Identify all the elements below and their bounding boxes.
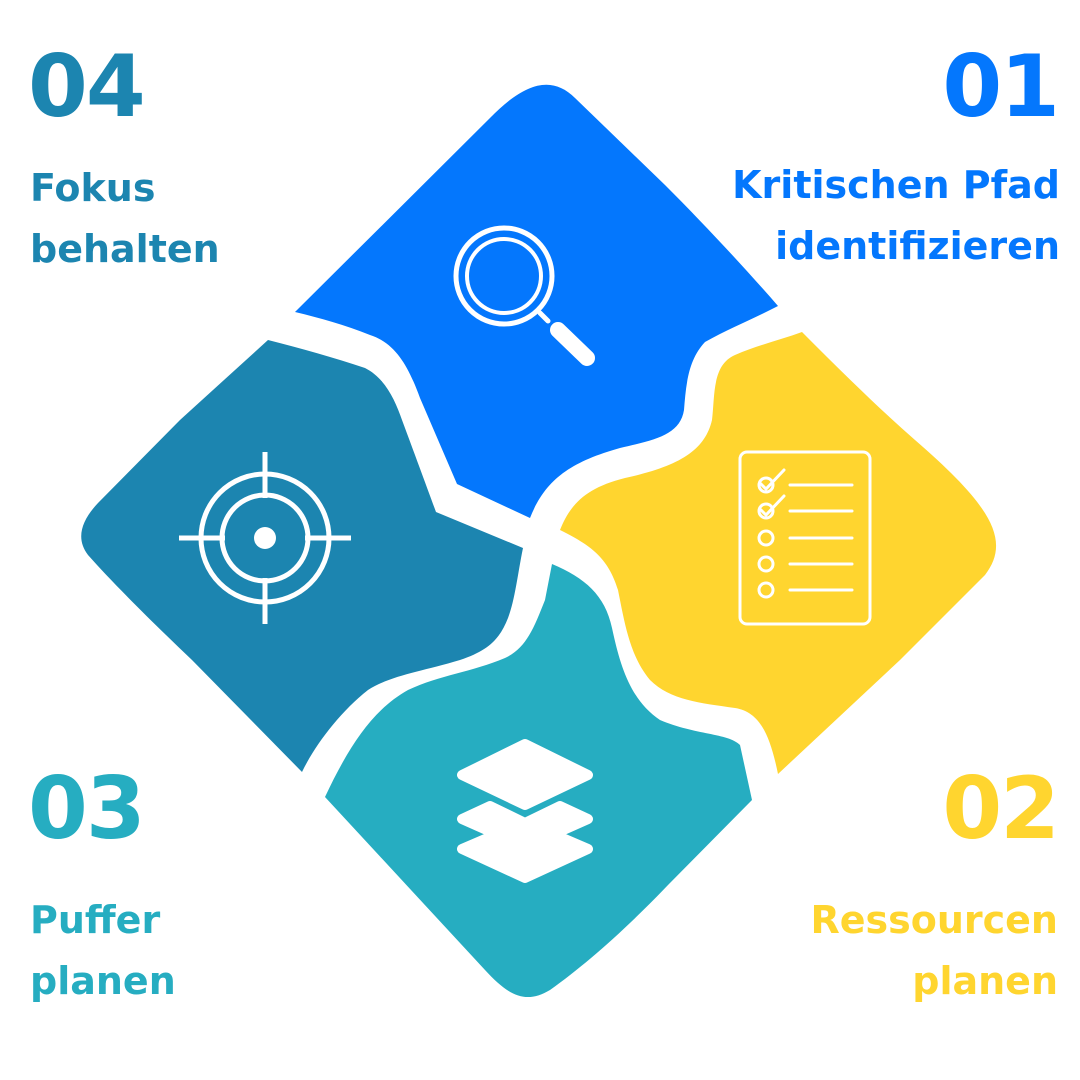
step-label-04: Fokus behalten (30, 158, 220, 280)
piece-ressourcen-planen (560, 332, 997, 774)
step-label-01-line2: identifizieren (775, 224, 1060, 268)
target-icon (179, 452, 351, 624)
step-label-01: Kritischen Pfad identifizieren (732, 155, 1060, 277)
step-label-03-line1: Puffer (30, 898, 161, 942)
step-label-03: Puffer planen (30, 890, 176, 1012)
step-number-02: 02 (942, 759, 1060, 859)
layers-icon (457, 739, 593, 883)
step-label-04-line1: Fokus (30, 166, 156, 210)
step-number-03: 03 (28, 759, 146, 859)
step-label-02: Ressourcen planen (810, 890, 1058, 1012)
step-label-02-line1: Ressourcen (810, 898, 1058, 942)
step-label-02-line2: planen (912, 959, 1058, 1003)
step-label-04-line2: behalten (30, 227, 220, 271)
checklist-icon (738, 450, 872, 626)
step-number-01: 01 (942, 37, 1060, 137)
step-label-03-line2: planen (30, 959, 176, 1003)
step-number-04: 04 (28, 37, 146, 137)
step-label-01-line1: Kritischen Pfad (732, 163, 1060, 207)
magnifier-icon (453, 225, 595, 366)
piece-kritischen-pfad (295, 84, 778, 518)
